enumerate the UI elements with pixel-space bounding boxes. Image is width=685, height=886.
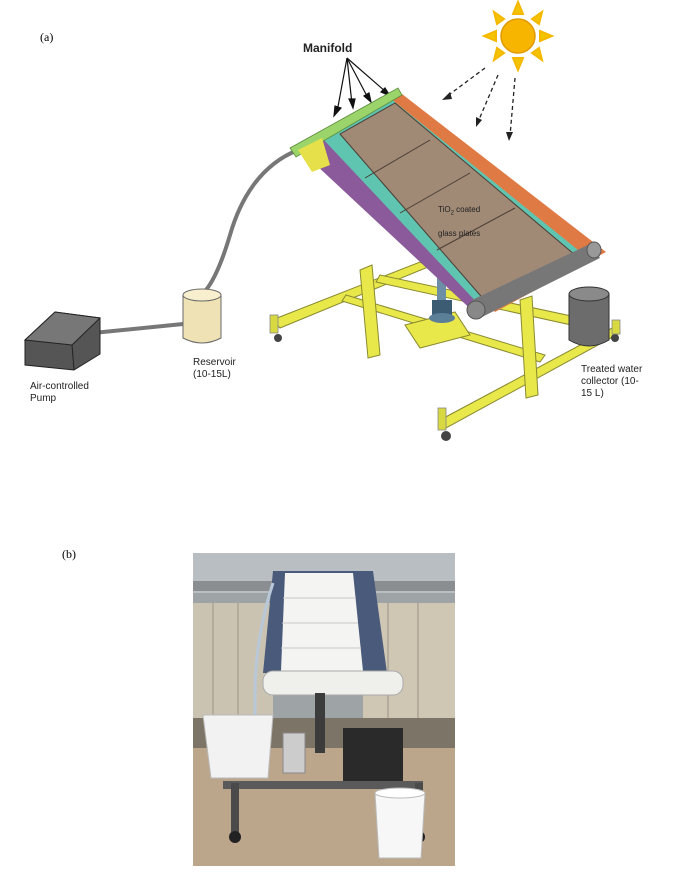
plates-label-coated: coated: [453, 205, 481, 214]
plates-label-sub: 2: [450, 210, 454, 217]
plates-label-line2: glass plates: [438, 228, 481, 238]
pivot-post: [429, 268, 455, 323]
panel-label-b: (b): [62, 547, 76, 561]
pump-hose: [92, 322, 184, 335]
sunlight-arrows: [445, 67, 516, 137]
manifold-label: Manifold: [303, 41, 353, 55]
reactor-photo: [193, 553, 455, 866]
manifold-arrows: [333, 57, 392, 118]
reservoir-tank: [182, 288, 222, 344]
collector-bin: [568, 286, 610, 347]
plates-label: TiO2 coated glass plates: [438, 195, 480, 239]
feed-hose: [204, 148, 299, 292]
inclined-reactor: [289, 87, 606, 320]
reactor-diagram: [23, 0, 621, 441]
plates-label-tio: TiO: [438, 205, 451, 214]
pump-unit: [23, 311, 102, 371]
pump-label: Air-controlled Pump: [30, 381, 89, 404]
panel-label-a: (a): [40, 30, 54, 44]
collector-label: Treated water collector (10- 15 L): [581, 364, 643, 399]
sun-icon: [481, 0, 555, 73]
reservoir-label: Reservoir (10-15L): [193, 357, 236, 380]
